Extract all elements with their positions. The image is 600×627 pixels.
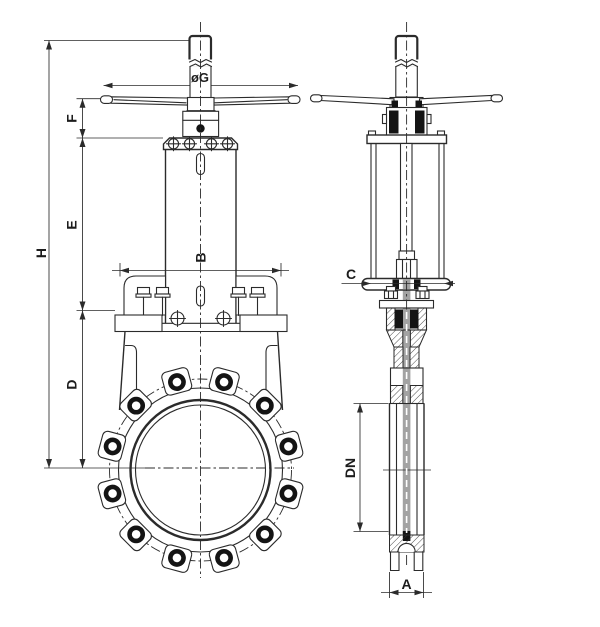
bonnet-bolts — [165, 136, 236, 152]
dim-label-a: A — [401, 576, 411, 592]
side-view: C — [309, 22, 504, 598]
bonnet-plate — [162, 136, 239, 152]
dim-yoke-width — [341, 280, 455, 287]
dim-label-d: D — [64, 379, 80, 389]
dim-label-c: C — [346, 266, 356, 282]
dim-label-h: H — [33, 248, 49, 258]
body-top-plate — [114, 309, 288, 333]
dim-label-e: E — [64, 220, 80, 229]
dim-label-dn: DN — [342, 458, 358, 478]
dim-label-g: øG — [191, 70, 209, 85]
gland-studs — [135, 286, 266, 317]
seat-and-base — [389, 531, 425, 572]
dimension-stack-left: H F E D — [33, 40, 191, 469]
dim-nominal-diameter — [353, 403, 389, 532]
dim-face-to-face — [381, 572, 432, 598]
bonnet-neck — [385, 329, 428, 369]
gate-knife — [402, 278, 411, 535]
gland-flange — [123, 275, 278, 317]
valve-body — [118, 331, 284, 411]
dim-label-f: F — [64, 114, 80, 123]
front-view: øG — [97, 22, 304, 578]
